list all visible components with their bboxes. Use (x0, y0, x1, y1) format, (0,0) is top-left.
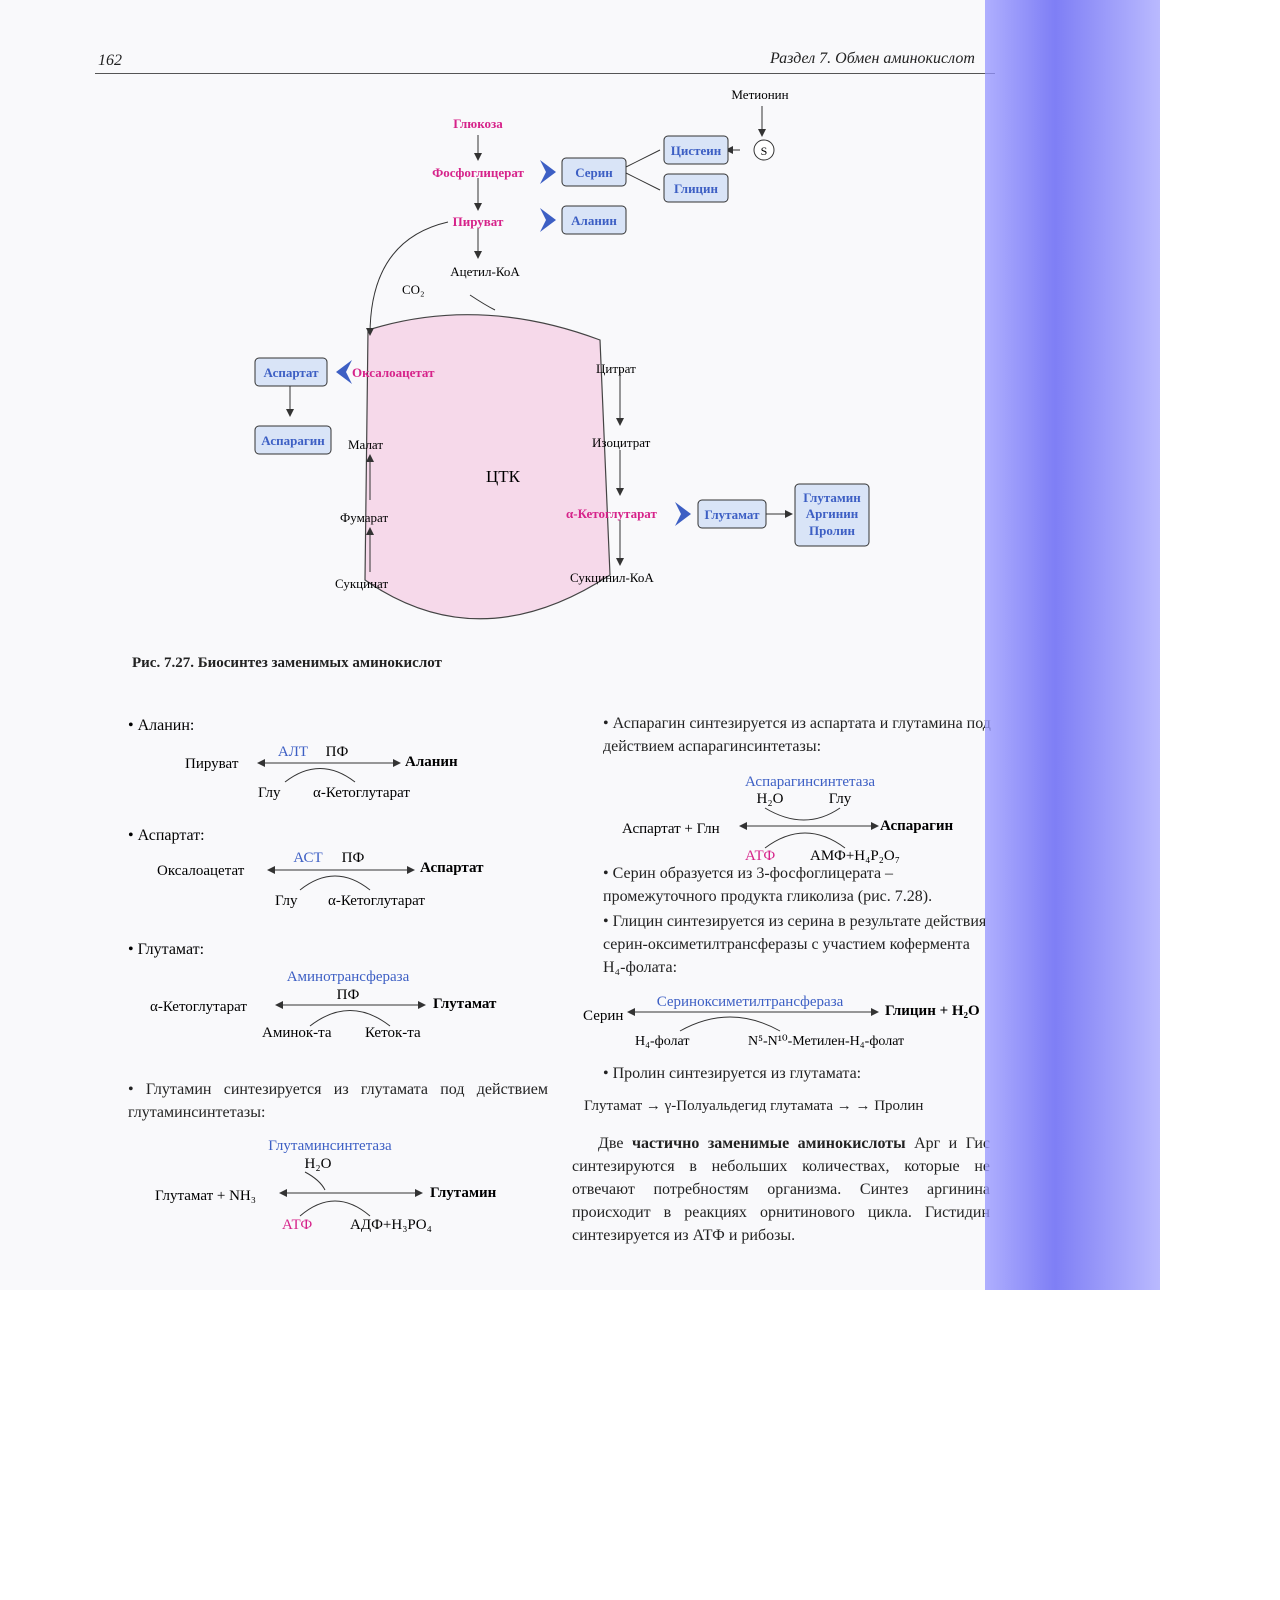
asparagine-reaction: Аспарагинсинтетаза H₂O Глу Аспартат + Гл… (622, 774, 954, 864)
asparagine-substrate: Аспартат + Глн (622, 821, 720, 837)
label-fumarate: Фумарат (340, 510, 388, 525)
alanine-heading: • Аланин: (128, 717, 194, 734)
aspartate-cofactor: ПФ (342, 850, 365, 866)
alanine-enzyme: АЛТ (278, 744, 308, 760)
alanine-akg: α-Кетоглутарат (313, 785, 410, 801)
label-succinyl-coa: Сукцинил-КоА (570, 570, 654, 585)
glutamine-substrate: Глутамат + NH₃ (155, 1188, 256, 1204)
glutamate-amino-acid: Аминок-та (262, 1025, 332, 1041)
label-acetyl-coa: Ацетил-КоА (450, 264, 520, 279)
asparagine-text: • Аспарагин синтезируется из аспартата и… (603, 715, 991, 755)
final-bold: частично заменимые аминокислоты (631, 1135, 906, 1152)
glutamine-enzyme: Глутаминсинтетаза (268, 1138, 392, 1154)
aspartate-heading: • Аспартат: (128, 827, 205, 844)
aspartate-glu: Глу (275, 893, 298, 909)
header-rule (95, 73, 995, 74)
tca-cycle-shape (364, 314, 611, 620)
label-isocitrate: Изоцитрат (592, 435, 651, 450)
glutamate-cofactor: ПФ (337, 987, 360, 1003)
glutamate-substrate: α-Кетоглутарат (150, 999, 247, 1015)
final-paragraph: Две частично заменимые аминокислоты Арг … (572, 1132, 990, 1247)
figure-caption: Рис. 7.27. Биосинтез заменимых аминокисл… (132, 655, 442, 671)
glycine-text: • Глицин синтезируется из серина в резул… (603, 913, 987, 976)
glycine-reaction: Сериноксиметилтрансфераза Серин Глицин +… (583, 994, 980, 1049)
label-a-ketoglutarate: α-Кетоглутарат (566, 506, 657, 521)
label-glutamine: Глутамин (803, 490, 861, 505)
alanine-product: Аланин (405, 754, 458, 770)
glutamine-adp: АДФ+H₃PO₄ (350, 1217, 432, 1233)
asparagine-product: Аспарагин (880, 818, 954, 834)
glutamine-atp: АТФ (282, 1217, 312, 1233)
serine-text: • Серин образуется из 3-фосфоглицерата –… (603, 865, 933, 905)
proline-text: • Пролин синтезируется из глутамата: (603, 1065, 862, 1082)
label-succinate: Сукцинат (335, 576, 388, 591)
glutamine-h2o: H₂O (305, 1156, 332, 1172)
label-glutamate: Глутамат (705, 507, 761, 522)
alanine-glu: Глу (258, 785, 281, 801)
glutamate-heading: • Глутамат: (128, 941, 204, 958)
label-glycine: Глицин (674, 181, 719, 196)
label-tca: ЦТК (486, 467, 521, 486)
label-citrate: Цитрат (596, 361, 636, 376)
alanine-substrate: Пируват (185, 756, 239, 772)
asparagine-gln: Глу (829, 791, 852, 807)
asparagine-amp: АМФ+H₄P₂O₇ (810, 848, 900, 864)
aspartate-enzyme: АСТ (293, 850, 322, 866)
glutamine-reaction: Глутаминсинтетаза H₂O Глутамат + NH₃ Глу… (155, 1138, 497, 1233)
final-pre: Две (598, 1135, 632, 1152)
asparagine-h2o: H₂O (757, 791, 784, 807)
glutamate-keto-acid: Кеток-та (365, 1025, 421, 1041)
label-serine: Серин (575, 165, 613, 180)
glutamine-product: Глутамин (430, 1185, 497, 1201)
glutamine-text: • Глутамин синтезируется из глутамата по… (128, 1081, 548, 1121)
glycine-methylene-folate: N⁵-N¹⁰-Метилен-H₄-фолат (748, 1034, 904, 1049)
aspartate-akg: α-Кетоглутарат (328, 893, 425, 909)
left-reactions: • Аланин: АЛТ ПФ Пируват Аланин Глу α-Ке… (128, 717, 497, 1041)
biosynthesis-diagram: Глюкоза Фосфоглицерат Пируват Ацетил-КоА… (254, 87, 870, 620)
final-post: Арг и Гис синтезируются в небольших коли… (572, 1135, 991, 1244)
label-arginine: Аргинин (806, 506, 859, 521)
label-pyruvate: Пируват (453, 214, 504, 229)
aspartate-substrate: Оксалоацетат (157, 863, 245, 879)
label-proline: Пролин (809, 523, 855, 538)
alanine-cofactor: ПФ (326, 744, 349, 760)
label-aspartate: Аспартат (264, 365, 320, 380)
proline-equation: Глутамат → γ-Полуальдегид глутамата → → … (584, 1098, 924, 1114)
label-cysteine: Цистеин (671, 143, 722, 158)
asparagine-enzyme: Аспарагинсинтетаза (745, 774, 875, 790)
label-malate: Малат (348, 437, 383, 452)
label-co2: CO₂ (402, 282, 425, 297)
asparagine-atp: АТФ (745, 848, 775, 864)
page-number: 162 (98, 52, 122, 69)
glycine-enzyme: Сериноксиметилтрансфераза (657, 994, 844, 1010)
label-s: S (761, 144, 768, 158)
facing-page-blur (985, 0, 1160, 1290)
label-asparagine: Аспарагин (261, 433, 325, 448)
label-phosphoglycerate: Фосфоглицерат (432, 165, 524, 180)
label-methionine: Метионин (731, 87, 788, 102)
glycine-substrate: Серин (583, 1008, 623, 1024)
label-oxaloacetate: Оксалоацетат (352, 365, 435, 380)
label-glucose: Глюкоза (453, 116, 503, 131)
aspartate-product: Аспартат (420, 860, 484, 876)
label-alanine: Аланин (571, 213, 617, 228)
glutamate-enzyme: Аминотрансфераза (287, 969, 410, 985)
glycine-h4-folate: H₄-фолат (635, 1034, 690, 1049)
glycine-product: Глицин + H₂O (885, 1003, 980, 1019)
book-page: 162 Раздел 7. Обмен аминокислот (95, 50, 995, 1247)
glutamate-product: Глутамат (433, 996, 497, 1012)
section-title: Раздел 7. Обмен аминокислот (770, 50, 975, 67)
